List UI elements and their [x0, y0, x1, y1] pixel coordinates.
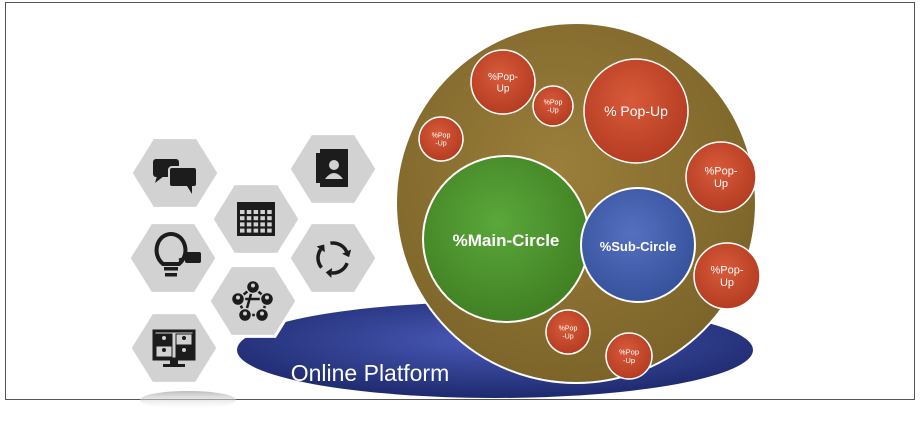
popup-circle	[583, 58, 689, 164]
hexagon-tile	[129, 136, 221, 210]
hexagon-tile	[128, 311, 220, 385]
sub-circle	[580, 187, 696, 303]
popup-label: %Pop-Up	[544, 99, 563, 114]
popup-circle	[470, 49, 536, 115]
lightbulb-idea-icon	[154, 231, 201, 277]
popup-label: %Pop-Up	[559, 325, 578, 340]
main-circle-label: %Main-Circle	[453, 231, 560, 250]
hexagon-tile	[287, 221, 379, 295]
hexagon-tile	[127, 221, 219, 295]
popup-circle	[605, 332, 653, 380]
popup-label: %Pop-Up	[488, 72, 518, 95]
popup-circle	[685, 141, 757, 213]
cycle-arrows-icon	[316, 241, 352, 278]
popup-label: %Pop-Up	[619, 347, 639, 365]
hexagon-tile	[207, 264, 299, 338]
hexagon-icon-cluster	[127, 132, 379, 385]
calendar-icon	[237, 202, 275, 236]
popup-circle	[545, 309, 591, 355]
network-people-icon	[230, 279, 275, 323]
popup-circle	[532, 85, 574, 127]
contact-book-icon	[316, 149, 348, 187]
popup-circle	[418, 116, 464, 162]
popup-label: %Pop-Up	[432, 132, 451, 147]
sub-circle-label: %Sub-Circle	[600, 239, 677, 254]
hexagon-shadow	[140, 391, 236, 409]
chat-bubbles-icon	[153, 159, 198, 194]
popup-label: %Pop-Up	[704, 166, 737, 191]
video-conference-icon	[152, 329, 196, 367]
popup-label: %Pop-Up	[710, 265, 743, 290]
online-platform-label: Online Platform	[291, 360, 450, 386]
popup-group: %Pop-Up %Pop-Up % Pop-Up %Pop-Up %Pop-Up %Pop…	[418, 49, 761, 380]
hexagon-tile	[287, 132, 379, 206]
popup-label: % Pop-Up	[604, 103, 668, 119]
hexagon-tile	[210, 182, 302, 256]
popup-circle	[693, 242, 761, 310]
